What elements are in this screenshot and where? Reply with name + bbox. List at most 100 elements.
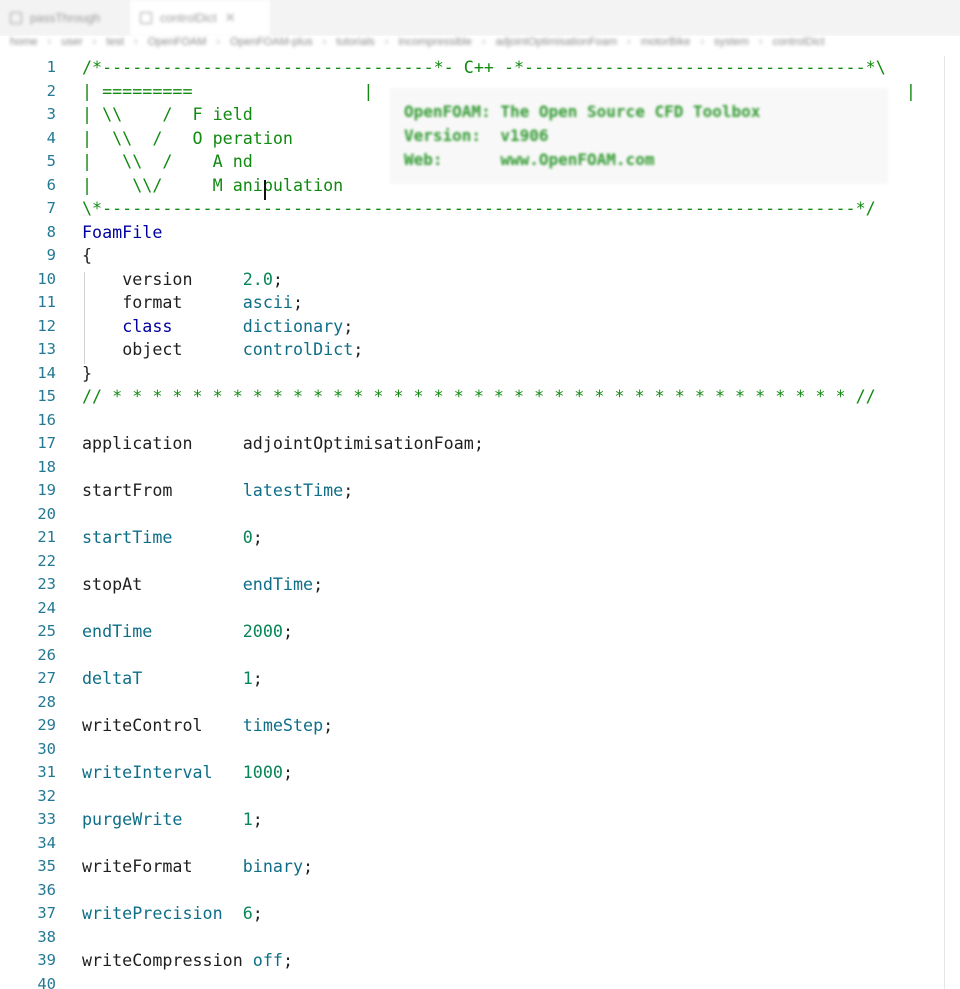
code-line[interactable]: 10 version 2.0; xyxy=(0,268,960,292)
code-line[interactable]: 1/*---------------------------------*- C… xyxy=(0,56,960,80)
code-token: ascii xyxy=(242,292,293,312)
line-number: 40 xyxy=(37,974,56,989)
breadcrumb-item[interactable]: adjointOptimisationFoam xyxy=(482,36,617,48)
breadcrumb-item[interactable]: test xyxy=(93,36,124,48)
code-token: writePrecision xyxy=(82,903,223,923)
code-line[interactable]: 3| \\ / F ield xyxy=(0,103,960,127)
code-line[interactable]: 6| \\/ M anipulation xyxy=(0,174,960,198)
code-token: \\/ M anipulation xyxy=(132,174,344,195)
tab-controldict[interactable]: controlDict ✕ xyxy=(130,0,270,36)
code-line[interactable]: 22 xyxy=(0,550,960,574)
code-text: deltaT 1; xyxy=(82,667,263,691)
tab-label: passThrough xyxy=(30,11,101,25)
code-text: | \\ / A nd xyxy=(82,150,253,174)
breadcrumb-item[interactable]: controlDict xyxy=(759,36,825,48)
text-cursor xyxy=(264,180,266,200)
line-number: 17 xyxy=(37,434,56,452)
code-line[interactable]: 20 xyxy=(0,503,960,527)
code-text: \*--------------------------------------… xyxy=(82,197,876,221)
code-token: writeCompression xyxy=(82,950,243,970)
code-line[interactable]: 30 xyxy=(0,738,960,762)
code-text: format ascii; xyxy=(82,291,303,315)
code-token xyxy=(142,574,242,594)
code-line[interactable]: 13 object controlDict; xyxy=(0,338,960,362)
code-token: ; xyxy=(252,668,263,688)
code-line[interactable]: 9{ xyxy=(0,244,960,268)
code-line[interactable]: 4| \\ / O peration xyxy=(0,127,960,151)
breadcrumb-item[interactable]: incompressible xyxy=(385,36,472,48)
code-token: // * * * * * * * * * * * * * * * * * * *… xyxy=(82,386,876,406)
code-line[interactable]: 32 xyxy=(0,785,960,809)
line-number: 2 xyxy=(46,81,56,100)
code-token: | ========= xyxy=(82,80,193,101)
tab-passthrough[interactable]: passThrough xyxy=(0,0,130,36)
breadcrumb-item[interactable]: home xyxy=(10,36,38,48)
code-token xyxy=(203,715,243,735)
code-token: ; xyxy=(313,574,324,594)
breadcrumb-item[interactable]: user xyxy=(48,36,83,48)
code-line[interactable]: 2| ========= | | xyxy=(0,80,960,104)
code-line[interactable]: 40 xyxy=(0,973,960,989)
code-line[interactable]: 7\*-------------------------------------… xyxy=(0,197,960,221)
breadcrumb-item[interactable]: motorBike xyxy=(627,36,690,48)
line-number: 14 xyxy=(37,363,56,382)
code-token: 6 xyxy=(242,903,253,923)
code-token: deltaT xyxy=(82,668,143,688)
code-text: | \\ / F ield xyxy=(82,103,253,127)
code-token: ; xyxy=(252,527,263,547)
breadcrumb-item[interactable]: system xyxy=(700,36,749,48)
code-token xyxy=(213,762,243,782)
line-number: 16 xyxy=(37,410,56,429)
code-line[interactable]: 15// * * * * * * * * * * * * * * * * * *… xyxy=(0,385,960,409)
code-line[interactable]: 5| \\ / A nd xyxy=(0,150,960,174)
line-number: 6 xyxy=(46,175,56,194)
code-line[interactable]: 36 xyxy=(0,879,960,903)
code-text: purgeWrite 1; xyxy=(82,808,263,832)
code-line[interactable]: 28 xyxy=(0,691,960,715)
close-icon[interactable]: ✕ xyxy=(224,10,236,25)
code-token xyxy=(182,339,242,359)
code-line[interactable]: 26 xyxy=(0,644,960,668)
breadcrumb-item[interactable]: tutorials xyxy=(323,36,375,48)
line-number: 32 xyxy=(37,786,56,805)
code-token: endTime xyxy=(242,574,314,594)
code-line[interactable]: 16 xyxy=(0,409,960,433)
code-token: adjointOptimisationFoam xyxy=(242,433,474,453)
code-text: stopAt endTime; xyxy=(82,573,323,597)
line-number: 39 xyxy=(37,951,56,969)
code-token: ; xyxy=(292,292,304,312)
code-token xyxy=(122,104,162,124)
code-line[interactable]: 34 xyxy=(0,832,960,856)
line-number: 21 xyxy=(37,528,56,546)
code-line[interactable]: 11 format ascii; xyxy=(0,291,960,315)
scrollbar[interactable] xyxy=(944,56,945,989)
hover-line: Version: v1906 xyxy=(404,126,549,145)
line-number: 28 xyxy=(37,692,56,711)
code-line[interactable]: 14} xyxy=(0,362,960,386)
code-line[interactable]: 38 xyxy=(0,926,960,950)
hover-line: OpenFOAM: The Open Source CFD Toolbox xyxy=(404,102,761,121)
code-editor[interactable]: 1/*---------------------------------*- C… xyxy=(0,56,960,989)
tab-bar: passThrough controlDict ✕ xyxy=(0,0,960,36)
line-number: 22 xyxy=(37,551,56,570)
code-line[interactable]: 18 xyxy=(0,456,960,480)
breadcrumb-item[interactable]: OpenFOAM-plus xyxy=(216,36,312,48)
hover-panel: OpenFOAM: The Open Source CFD Toolbox Ve… xyxy=(390,88,888,184)
line-number: 38 xyxy=(37,927,56,946)
code-line[interactable]: 12 class dictionary; xyxy=(0,315,960,339)
breadcrumb-item[interactable]: OpenFOAM xyxy=(134,36,206,48)
code-line[interactable]: 24 xyxy=(0,597,960,621)
